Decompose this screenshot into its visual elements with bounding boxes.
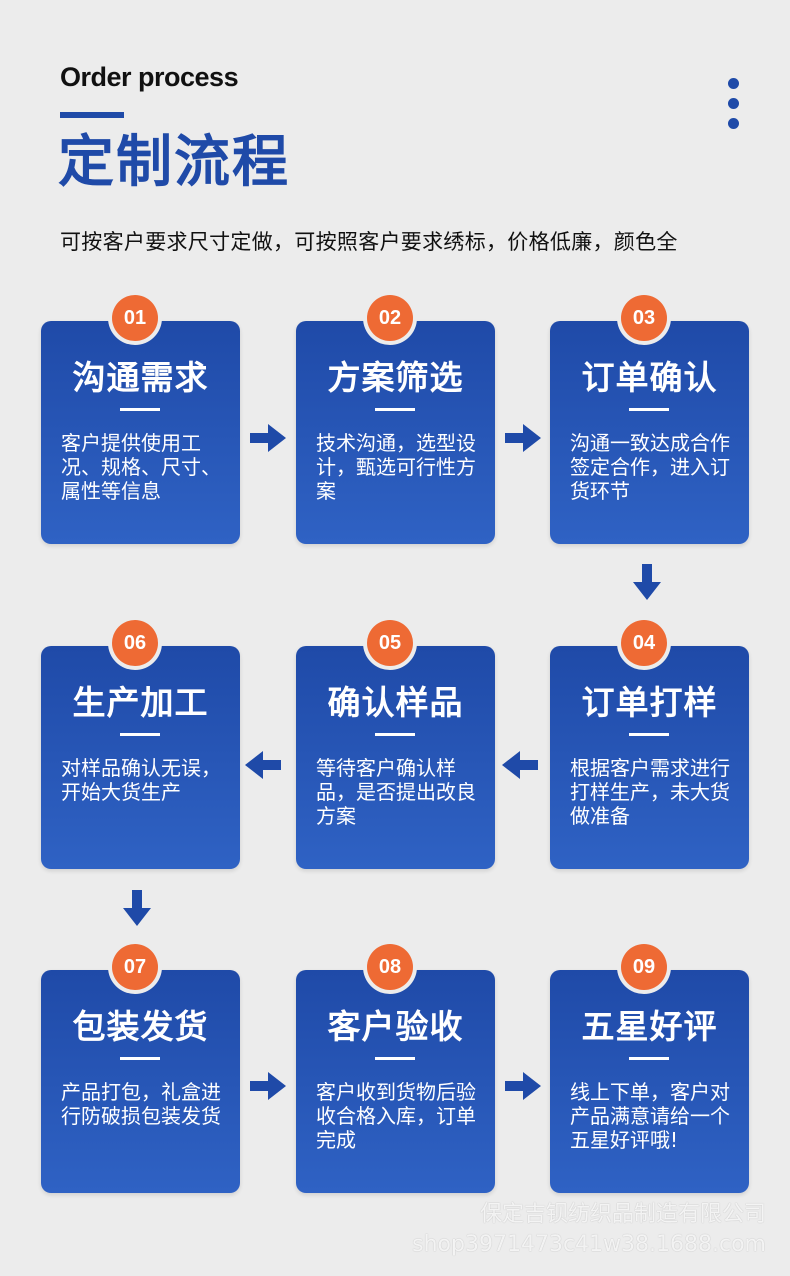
step-number-badge: 02 [367,295,413,341]
arrow-down-icon [117,888,157,928]
step-number-badge: 03 [621,295,667,341]
watermark-url: shop3971473c41w38.1688.com [412,1232,766,1257]
step-divider [375,408,415,411]
step-divider [629,408,669,411]
step-title: 方案筛选 [327,358,464,397]
arrow-right-icon [503,1066,543,1106]
step-card-4: 订单打样 根据客户需求进行打样生产，未大货做准备 [550,646,749,869]
step-card-5: 确认样品 等待客户确认样品，是否提出改良方案 [296,646,495,869]
step-number-badge: 01 [112,295,158,341]
arrow-right-icon [248,418,288,458]
page-subtitle: 可按客户要求尺寸定做，可按照客户要求绣标，价格低廉，颜色全 [60,230,678,254]
step-divider [120,1057,160,1060]
step-number-badge: 05 [367,620,413,666]
step-title: 客户验收 [327,1007,464,1046]
arrow-right-icon [248,1066,288,1106]
step-title: 五星好评 [581,1007,718,1046]
step-description: 沟通一致达成合作签定合作，进入订货环节 [570,431,730,503]
step-card-7: 包装发货 产品打包，礼盒进行防破损包装发货 [41,970,240,1193]
step-description: 客户提供使用工况、规格、尺寸、属性等信息 [61,431,221,503]
step-description: 线上下单，客户对产品满意请给一个五星好评哦! [570,1080,730,1152]
step-number-badge: 07 [112,944,158,990]
step-card-6: 生产加工 对样品确认无误，开始大货生产 [41,646,240,869]
step-card-2: 方案筛选 技术沟通，选型设计，甄选可行性方案 [296,321,495,544]
arrow-right-icon [503,418,543,458]
step-divider [629,1057,669,1060]
step-card-8: 客户验收 客户收到货物后验收合格入库，订单完成 [296,970,495,1193]
step-card-3: 订单确认 沟通一致达成合作签定合作，进入订货环节 [550,321,749,544]
menu-dots-icon[interactable] [728,78,744,138]
step-number-badge: 04 [621,620,667,666]
step-description: 产品打包，礼盒进行防破损包装发货 [61,1080,221,1128]
step-title: 确认样品 [327,683,464,722]
title-english: Order process [60,62,239,92]
arrow-left-icon [243,745,283,785]
step-divider [375,733,415,736]
step-description: 等待客户确认样品，是否提出改良方案 [316,756,476,828]
step-description: 客户收到货物后验收合格入库，订单完成 [316,1080,476,1152]
step-number-badge: 09 [621,944,667,990]
step-description: 根据客户需求进行打样生产，未大货做准备 [570,756,730,828]
step-number-badge: 08 [367,944,413,990]
step-divider [120,408,160,411]
watermark-company: 保定吉钡纺织品制造有限公司 [479,1202,766,1227]
step-card-1: 沟通需求 客户提供使用工况、规格、尺寸、属性等信息 [41,321,240,544]
step-divider [120,733,160,736]
step-title: 包装发货 [72,1007,209,1046]
arrow-down-icon [627,562,667,602]
title-underline [60,112,124,118]
arrow-left-icon [500,745,540,785]
step-description: 技术沟通，选型设计，甄选可行性方案 [316,431,476,503]
step-divider [629,733,669,736]
step-title: 订单打样 [581,683,718,722]
step-title: 订单确认 [581,358,718,397]
step-title: 沟通需求 [72,358,209,397]
page-title: 定制流程 [58,130,290,195]
step-description: 对样品确认无误，开始大货生产 [61,756,221,804]
step-number-badge: 06 [112,620,158,666]
step-divider [375,1057,415,1060]
step-card-9: 五星好评 线上下单，客户对产品满意请给一个五星好评哦! [550,970,749,1193]
step-title: 生产加工 [72,683,209,722]
